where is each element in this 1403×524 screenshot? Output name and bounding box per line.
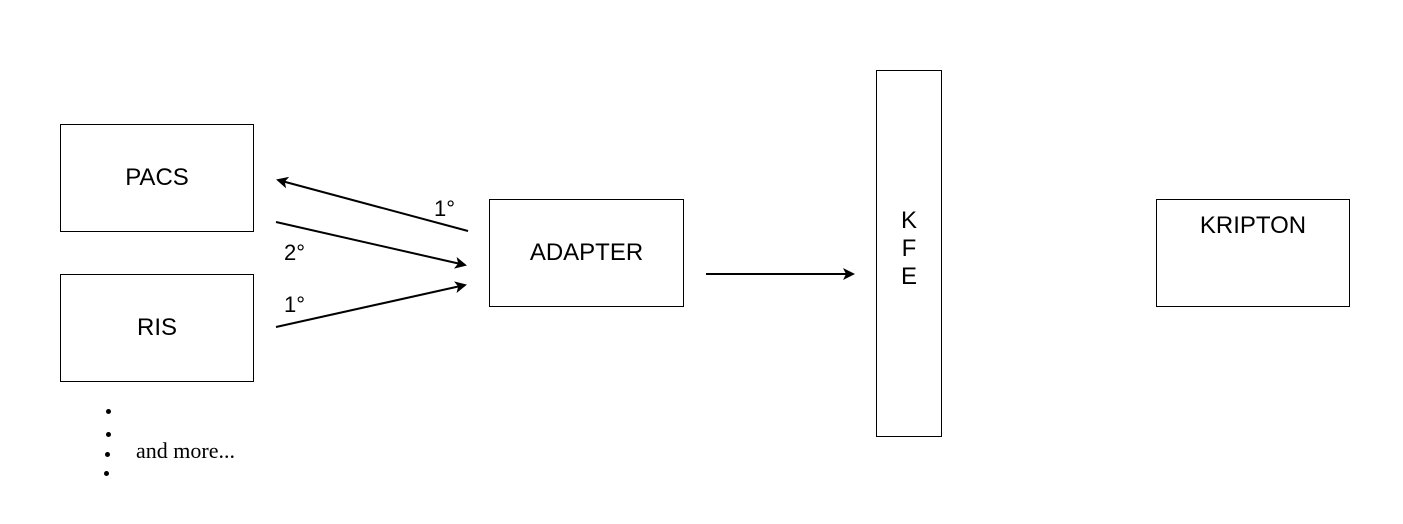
more-sources-note: and more... bbox=[136, 438, 235, 463]
ellipsis-dot bbox=[105, 452, 110, 457]
edge-pacs-to-adapter bbox=[275, 221, 467, 269]
kripton-node: KRIPTON bbox=[1156, 199, 1350, 307]
edge-label-ris-to-adapter: 1° bbox=[284, 292, 306, 317]
ris-node: RIS bbox=[60, 274, 254, 382]
kfe-letter-f: F bbox=[901, 234, 917, 262]
pacs-node-label: PACS bbox=[125, 164, 189, 191]
kfe-letter-k: K bbox=[900, 206, 917, 234]
kfe-letter-e: E bbox=[900, 262, 917, 290]
pacs-node: PACS bbox=[60, 124, 254, 232]
adapter-node-label: ADAPTER bbox=[529, 239, 644, 266]
kripton-node-label: KRIPTON bbox=[1199, 212, 1307, 239]
edge-label-pacs-to-adapter: 2° bbox=[284, 240, 306, 265]
adapter-node: ADAPTER bbox=[489, 199, 684, 307]
ellipsis-dot bbox=[104, 471, 109, 476]
edge-label-adapter-to-pacs: 1° bbox=[434, 196, 456, 221]
ris-node-label: RIS bbox=[136, 314, 177, 341]
ellipsis-dot bbox=[106, 409, 111, 414]
edge-adapter-to-pacs bbox=[276, 176, 469, 232]
kfe-node: K F E bbox=[876, 70, 942, 437]
edge-ris-to-adapter bbox=[275, 281, 467, 328]
ellipsis-dot bbox=[106, 432, 111, 437]
kfe-node-label: K F E bbox=[901, 207, 917, 291]
